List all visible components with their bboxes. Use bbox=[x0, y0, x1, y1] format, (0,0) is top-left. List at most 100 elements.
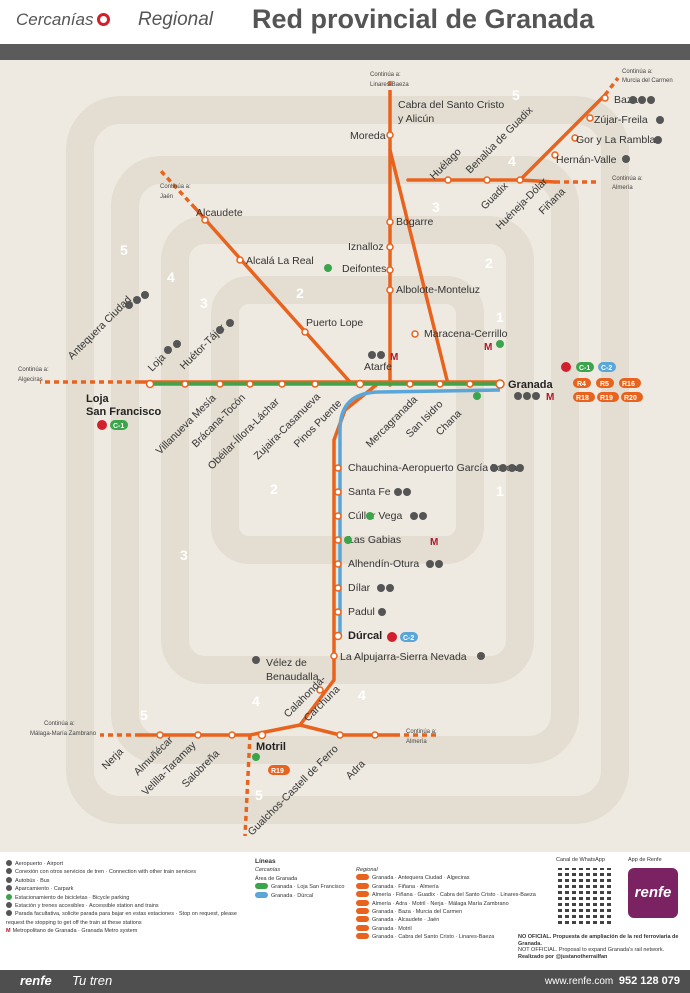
station-granada[interactable]: Granada bbox=[508, 379, 554, 391]
badge-c2-label: C-2 bbox=[601, 365, 612, 372]
badge-r20[interactable] bbox=[621, 392, 643, 402]
legend-lines-title: Líneas bbox=[255, 858, 276, 865]
r-badge bbox=[356, 933, 369, 940]
line-jaen bbox=[193, 206, 352, 384]
station-loja-san-francisco[interactable]: San Francisco bbox=[86, 406, 161, 418]
regional-brand: Regional bbox=[138, 9, 213, 30]
station-padul[interactable]: Padul bbox=[348, 606, 375, 618]
legend-autobus: Autobús · Bus bbox=[6, 876, 246, 885]
station-durcal[interactable]: Dúrcal bbox=[348, 630, 382, 642]
station-hernan[interactable]: Hernán-Valle bbox=[556, 154, 617, 166]
zone-label: 5 bbox=[120, 242, 128, 258]
station-alicun[interactable]: y Alicún bbox=[398, 113, 434, 125]
badge-c1-label: C-1 bbox=[579, 365, 590, 372]
legend-regional-title: Regional bbox=[356, 867, 378, 873]
legend-notes: NO OFICIAL. Propuesta de ampliación de l… bbox=[518, 934, 686, 960]
station-mercagranada[interactable]: Mercagranada bbox=[364, 394, 420, 450]
zone-label: 3 bbox=[200, 295, 208, 311]
legend-parada: Parada facultativa, solicite parada para… bbox=[6, 910, 237, 926]
zone-labels: 5 4 3 2 1 5 4 3 2 1 2 3 4 5 4 5 bbox=[120, 87, 520, 803]
regional-logo[interactable]: Regional bbox=[138, 9, 213, 31]
legend-r-line: Granada · Baza · Murcia del Carmen bbox=[356, 908, 551, 916]
r-badge bbox=[356, 891, 369, 898]
zone-label: 2 bbox=[296, 285, 304, 301]
parking-icon bbox=[6, 885, 12, 892]
station-iznalloz[interactable]: Iznalloz bbox=[348, 241, 384, 253]
metro-icon: M bbox=[6, 928, 11, 935]
badge-c1[interactable] bbox=[576, 362, 594, 372]
station-alhendin[interactable]: Alhendín-Otura bbox=[348, 558, 419, 570]
footer-phone[interactable]: 952 128 079 bbox=[618, 975, 680, 987]
network-map[interactable]: 5 4 3 2 1 5 4 3 2 1 2 3 4 5 4 5 bbox=[0, 60, 690, 852]
badge-r19-label: R19 bbox=[600, 395, 613, 402]
station-puerto-lope[interactable]: Puerto Lope bbox=[306, 317, 363, 329]
station-alcala[interactable]: Alcalá La Real bbox=[246, 255, 314, 267]
station-dots bbox=[145, 94, 609, 740]
station-gabias[interactable]: Las Gabias bbox=[348, 534, 401, 546]
continuation-almeria-north: Almería bbox=[612, 185, 633, 191]
badge-durcal-c2[interactable] bbox=[400, 632, 418, 642]
cercanias-logo[interactable]: Cercanías bbox=[16, 10, 111, 30]
badge-motril-r19-label: R19 bbox=[271, 768, 284, 775]
station-chauchina[interactable]: Chauchina-Aeropuerto García Lorca bbox=[348, 462, 517, 474]
station-motril[interactable]: Motril bbox=[256, 741, 286, 753]
station-moreda[interactable]: Moreda bbox=[350, 130, 386, 142]
station-dilar[interactable]: Dílar bbox=[348, 582, 371, 594]
station-cullar[interactable]: Cúllar Vega bbox=[348, 510, 402, 522]
station-velez-benaudalla[interactable]: Benaudalla bbox=[266, 671, 319, 683]
station-santa-fe[interactable]: Santa Fe bbox=[348, 486, 391, 498]
metro-icons: M M M M bbox=[390, 342, 554, 548]
whatsapp-label: Canal de WhatsApp bbox=[556, 857, 605, 863]
badge-r18[interactable] bbox=[573, 392, 595, 402]
header-divider bbox=[0, 44, 690, 60]
station-bogarre[interactable]: Bogarre bbox=[396, 216, 434, 228]
r-badge bbox=[356, 899, 369, 906]
line-adra bbox=[298, 723, 397, 737]
legend-accesibles: Estación y trenes accesibles · Accessibl… bbox=[6, 902, 246, 910]
legend-r-line: Granada · Alcaudete · Jaén bbox=[356, 916, 551, 924]
badge-r19[interactable] bbox=[597, 392, 619, 402]
station-velez[interactable]: Vélez de bbox=[266, 657, 307, 669]
legend-r-line: Granada · Cabra del Santo Cristo · Linar… bbox=[356, 933, 551, 941]
dashed-extensions bbox=[40, 76, 620, 837]
badge-r4[interactable] bbox=[573, 378, 591, 388]
zone-label: 3 bbox=[180, 547, 188, 563]
line-north-branch bbox=[388, 148, 450, 386]
line-almeria-spur bbox=[518, 178, 557, 184]
station-maracena[interactable]: Maracena-Cerrillo bbox=[424, 328, 508, 340]
footer-web-link[interactable]: www.renfe.com bbox=[544, 976, 614, 987]
station-loja[interactable]: Loja bbox=[86, 393, 109, 405]
station-atarfe[interactable]: Atarfe bbox=[364, 361, 392, 373]
continuation-linares: Linares-Baeza bbox=[370, 82, 409, 88]
station-albolote[interactable]: Albolote-Monteluz bbox=[396, 284, 480, 296]
badge-r16[interactable] bbox=[619, 378, 641, 388]
cercanias-icon bbox=[561, 362, 571, 372]
legend: Aeropuerto · Airport Conexión con otros … bbox=[0, 852, 690, 970]
badge-c2[interactable] bbox=[598, 362, 616, 372]
station-guadix[interactable]: Guadix bbox=[479, 180, 512, 213]
station-nerja[interactable]: Nerja bbox=[100, 746, 126, 772]
station-gor[interactable]: Gor y La Rambla bbox=[576, 134, 656, 146]
note-unofficial: NO OFICIAL. Propuesta de ampliación de l… bbox=[518, 934, 679, 947]
note-author: Realizado por @justanotherrailfan bbox=[518, 953, 608, 960]
station-zujar[interactable]: Zújar-Freila bbox=[594, 114, 648, 126]
legend-c2: Granada · Dúrcal bbox=[255, 891, 345, 900]
zone-label: 1 bbox=[496, 483, 504, 499]
bike-icons bbox=[252, 264, 504, 761]
r-badge bbox=[356, 916, 369, 923]
badge-r5[interactable] bbox=[596, 378, 614, 388]
station-alpujarra[interactable]: La Alpujarra-Sierra Nevada bbox=[340, 651, 467, 663]
station-deifontes[interactable]: Deifontes bbox=[342, 263, 386, 275]
renfe-app-icon[interactable]: renfe bbox=[628, 868, 678, 918]
cercanias-icon bbox=[387, 632, 397, 642]
station-cabra[interactable]: Cabra del Santo Cristo bbox=[398, 99, 504, 111]
station-alcaudete[interactable]: Alcaudete bbox=[196, 207, 243, 219]
footer-renfe-logo[interactable]: renfe bbox=[20, 973, 52, 988]
zone-rings bbox=[66, 96, 629, 824]
badge-loja-c1[interactable] bbox=[110, 420, 128, 430]
badge-r20-label: R20 bbox=[624, 395, 637, 402]
badge-motril-r19[interactable] bbox=[268, 765, 290, 775]
continuation-labels: Continúa a: Linares-Baeza Continúa a: Mu… bbox=[18, 69, 673, 745]
legend-aeropuerto: Aeropuerto · Airport bbox=[6, 860, 246, 868]
